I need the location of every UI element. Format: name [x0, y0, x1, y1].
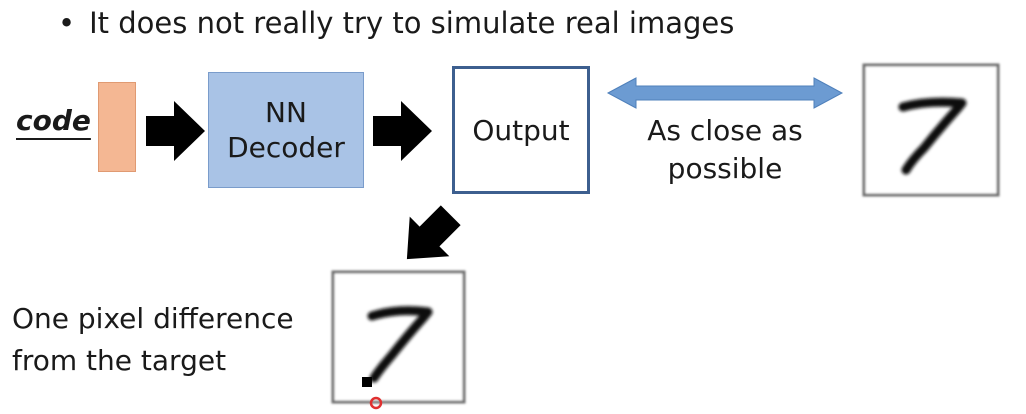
arrow-output-to-generated-icon — [406, 205, 461, 260]
double-arrow-icon — [606, 77, 844, 109]
difference-line1: One pixel difference — [12, 302, 294, 335]
difference-line2: from the target — [12, 344, 227, 377]
bullet-text: • It does not really try to simulate real… — [58, 6, 734, 40]
decoder-label-line1: NN — [265, 96, 307, 129]
pointer-circle-icon — [369, 396, 383, 410]
output-box: Output — [452, 66, 590, 194]
output-label: Output — [472, 113, 570, 147]
bullet-statement: It does not really try to simulate real … — [89, 6, 735, 40]
code-label: code — [16, 104, 91, 137]
decoder-label-line2: Decoder — [227, 131, 345, 164]
generated-digit-image — [331, 270, 466, 404]
bullet-symbol: • — [58, 6, 76, 40]
extra-pixel — [362, 377, 372, 387]
comparison-line2: possible — [667, 151, 783, 185]
comparison-line1: As close as — [647, 114, 803, 147]
difference-label: One pixel difference from the target — [12, 298, 294, 382]
arrow-decoder-to-output-icon — [373, 101, 432, 161]
arrow-code-to-decoder-icon — [146, 101, 205, 161]
code-vector-bar — [98, 82, 136, 172]
target-digit-image — [862, 63, 1000, 197]
nn-decoder-box: NN Decoder — [208, 72, 364, 188]
comparison-label: As close as possible — [618, 112, 832, 188]
